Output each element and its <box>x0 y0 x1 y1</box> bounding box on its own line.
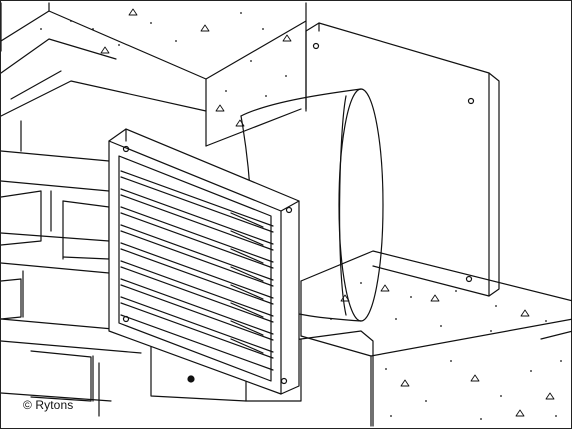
screw-hole-top-left <box>312 42 320 50</box>
grille-screw-top-right <box>285 206 293 214</box>
fixing-dot <box>187 375 195 383</box>
concrete-lintel-top <box>1 2 307 147</box>
concrete-texture <box>100 8 555 417</box>
louvred-grille <box>108 128 300 395</box>
screw-hole-bottom-right <box>465 275 473 283</box>
grille-screw-bottom-right <box>280 377 288 385</box>
concrete-dots <box>40 12 562 420</box>
grille-screw-top-left <box>122 145 130 153</box>
wall-plate <box>305 22 500 297</box>
concrete-block-right <box>300 250 572 427</box>
copyright-credit: © Rytons <box>23 398 74 412</box>
screw-hole-top-right <box>467 97 475 105</box>
